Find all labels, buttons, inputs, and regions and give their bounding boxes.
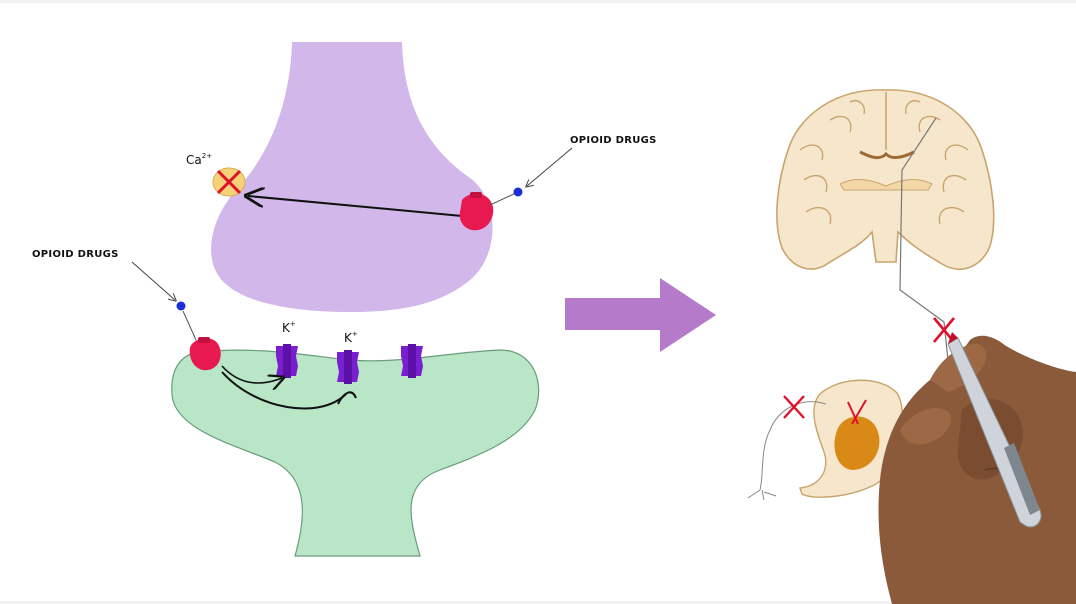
- opioid-receptor-upper: [459, 192, 494, 231]
- pain-pathway-line: [899, 117, 949, 361]
- right-arrow-icon: [565, 278, 716, 352]
- opioid-receptor-lower: [189, 337, 221, 371]
- calcium-label: Ca2+: [186, 152, 212, 167]
- receptor-stalk-upper: [489, 192, 517, 206]
- pointer-arrow-upper: [527, 147, 573, 186]
- spinal-cord-section: [799, 379, 904, 498]
- potassium-label-1: K+: [282, 320, 296, 335]
- opioid-drug-dot-lower: [176, 301, 186, 311]
- activation-arrow-2: [221, 371, 347, 410]
- pointer-arrow-lower: [131, 261, 175, 300]
- bottom-border: [0, 601, 1076, 604]
- peripheral-nerve: [759, 401, 827, 491]
- peripheral-block-x-icon: [783, 395, 805, 419]
- potassium-label-2: K+: [344, 330, 358, 345]
- nerve-endings: [747, 489, 777, 501]
- calcium-channel-blocked: [212, 167, 246, 197]
- opioid-label-upper: OPIOID DRUGS: [570, 135, 657, 146]
- opioid-drug-dot-upper: [513, 187, 523, 197]
- inhibition-arrow-upper: [248, 196, 463, 217]
- brain-coronal-section: [776, 89, 995, 270]
- hand-with-marker-icon: [878, 332, 1076, 604]
- opioid-label-lower: OPIOID DRUGS: [32, 249, 119, 260]
- activation-arrow-2-head: [337, 391, 357, 405]
- potassium-channel-1: [276, 344, 298, 378]
- dorsal-horn: [834, 416, 880, 470]
- top-border: [0, 0, 1076, 3]
- receptor-stalk-lower: [182, 310, 197, 341]
- activation-arrow-1: [221, 365, 282, 383]
- presynaptic-terminal: [211, 42, 493, 312]
- potassium-channel-3: [401, 344, 423, 378]
- potassium-channel-2: [337, 350, 359, 384]
- postsynaptic-terminal: [171, 349, 540, 557]
